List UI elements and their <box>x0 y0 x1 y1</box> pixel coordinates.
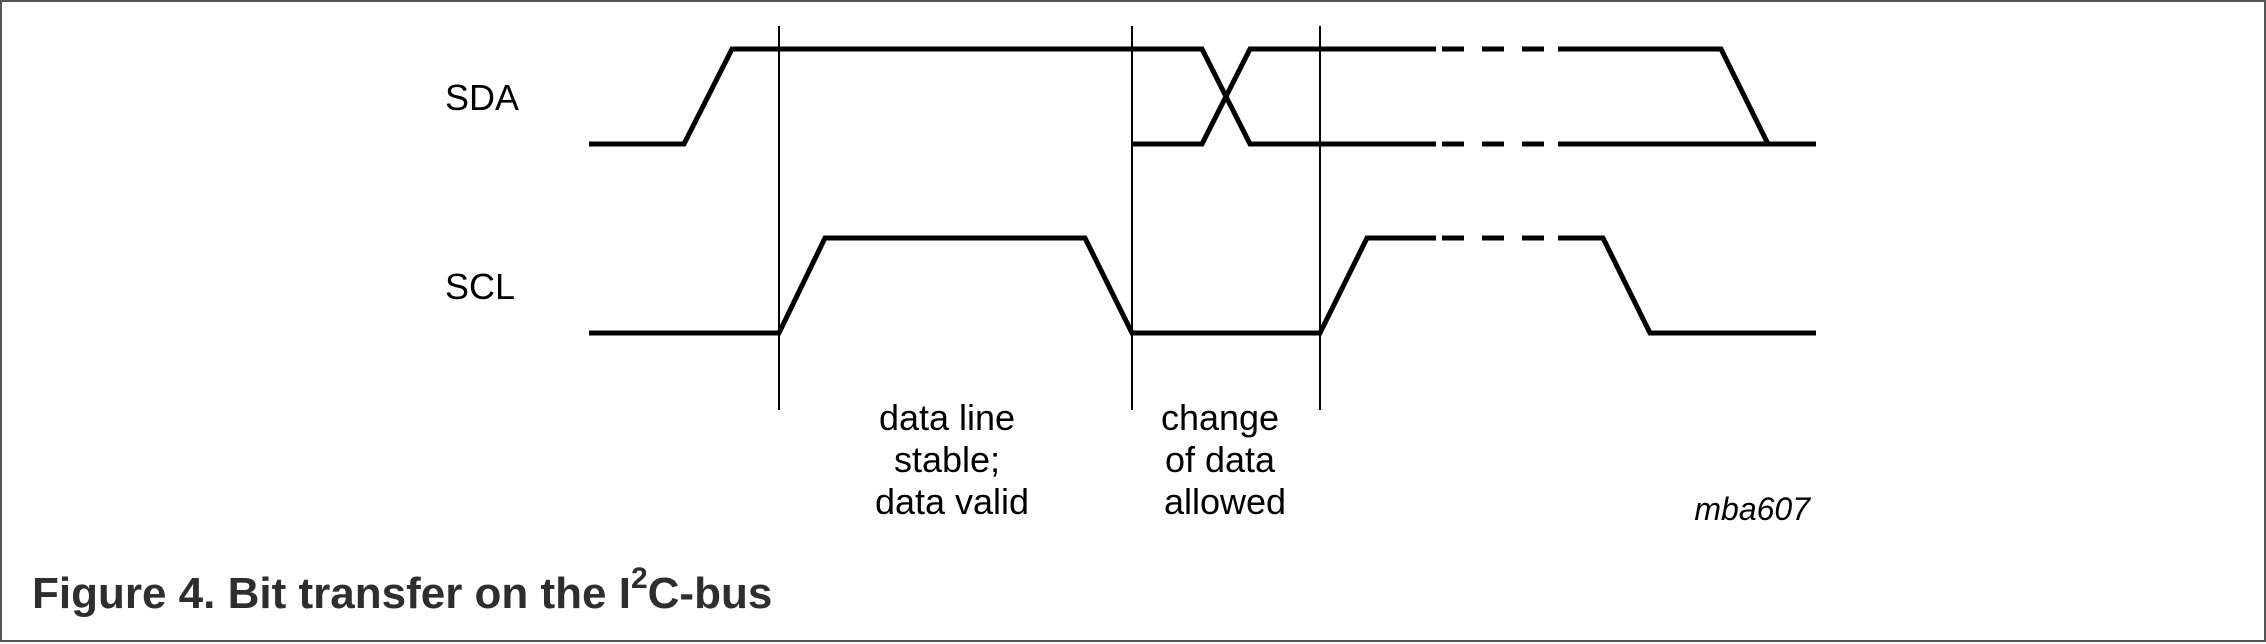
sda-high-rail <box>1132 46 1436 147</box>
stable-line-1: data line <box>879 397 1015 438</box>
scl-second-pulse-end <box>1558 235 1816 336</box>
sda-label: SDA <box>445 77 519 118</box>
scl-first-pulse <box>589 235 1436 336</box>
change-annotation: change of data allowed <box>1161 397 1289 522</box>
change-line-1: change <box>1161 397 1279 438</box>
caption-tail: C-bus <box>648 569 773 618</box>
caption-superscript: 2 <box>631 562 648 595</box>
sda-low-rail <box>589 46 1436 147</box>
caption-main: Figure 4. Bit transfer on the I <box>32 569 631 618</box>
change-line-2: of data <box>1165 439 1276 480</box>
figure-code: mba607 <box>1694 491 1811 527</box>
stable-annotation: data line stable; data valid <box>875 397 1029 522</box>
stable-line-2: stable; <box>894 439 1000 480</box>
scl-label: SCL <box>445 266 515 307</box>
stable-line-3: data valid <box>875 481 1029 522</box>
sda-high-continuation <box>1558 46 1771 146</box>
change-line-3: allowed <box>1164 481 1286 522</box>
figure-caption: Figure 4. Bit transfer on the I2C-bus <box>32 562 772 618</box>
